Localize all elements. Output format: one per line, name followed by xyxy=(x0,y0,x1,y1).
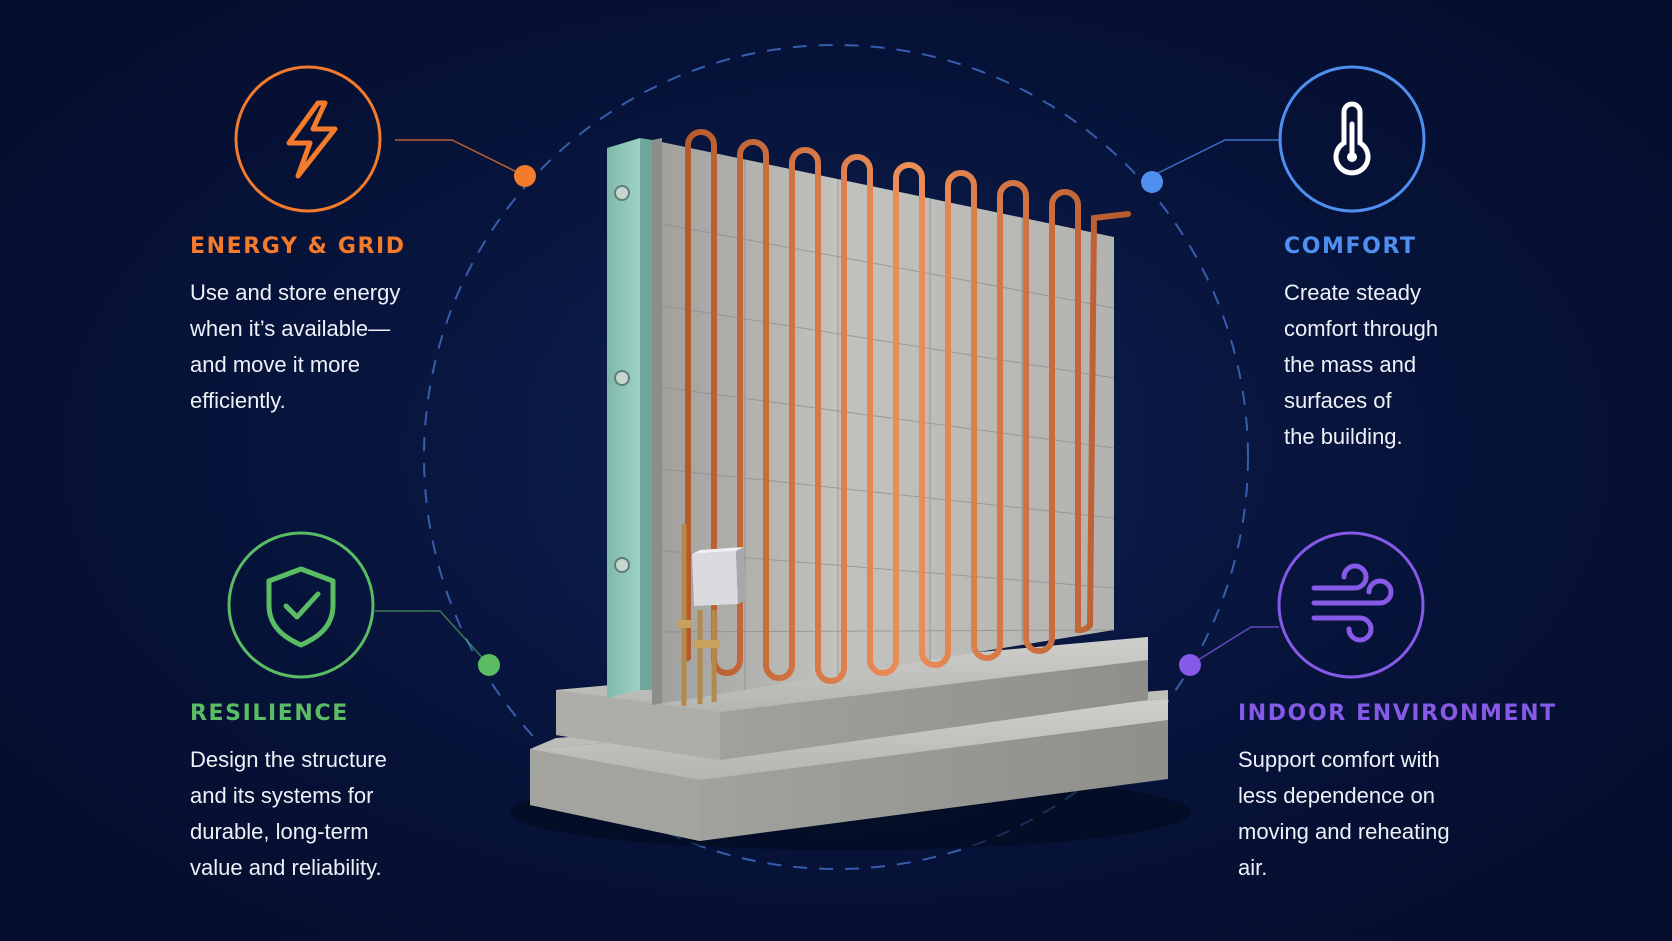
insulation-fasteners xyxy=(614,185,630,573)
description-line: air. xyxy=(1238,855,1268,880)
indoor-connector-dot xyxy=(1179,654,1201,676)
description-line: comfort through xyxy=(1284,316,1439,341)
copper-pipe-loops xyxy=(685,129,1131,684)
description-line: and move it more xyxy=(190,352,360,377)
energy-icon-badge xyxy=(234,65,382,213)
pipe-manifold xyxy=(678,524,746,706)
concrete-wall xyxy=(652,140,1114,705)
comfort-icon-badge xyxy=(1278,65,1426,213)
comfort-connector-dot xyxy=(1141,171,1163,193)
shield-check-icon xyxy=(266,566,336,648)
energy-connector-dot xyxy=(514,165,536,187)
resilience-icon-badge xyxy=(227,531,375,679)
description-line: durable, long-term xyxy=(190,819,369,844)
lightning-bolt-icon xyxy=(286,100,338,179)
feature-energy-grid: ENERGY & GRID Use and store energy when … xyxy=(190,234,406,419)
description-line: when it’s available— xyxy=(190,316,391,341)
description-line: Support comfort with xyxy=(1238,747,1440,772)
feature-indoor-environment: INDOOR ENVIRONMENT Support comfort with … xyxy=(1238,701,1557,886)
feature-comfort: COMFORT Create steady comfort through th… xyxy=(1284,234,1438,455)
insulation-layer xyxy=(607,138,640,698)
description-line: moving and reheating xyxy=(1238,819,1450,844)
connector-lines xyxy=(375,139,1282,666)
dashed-ring xyxy=(423,44,1249,870)
description-line: Design the structure xyxy=(190,747,387,772)
feature-description-indoor: Support comfort with less dependence on … xyxy=(1238,742,1557,886)
feature-resilience: RESILIENCE Design the structure and its … xyxy=(190,701,387,886)
feature-title-comfort: COMFORT xyxy=(1284,234,1417,259)
description-line: the building. xyxy=(1284,424,1403,449)
feature-description-resilience: Design the structure and its systems for… xyxy=(190,742,387,886)
description-line: the mass and xyxy=(1284,352,1417,377)
feature-description-comfort: Create steady comfort through the mass a… xyxy=(1284,275,1438,455)
wind-icon xyxy=(1311,563,1394,643)
comfort-connector-line xyxy=(1151,139,1282,177)
description-line: efficiently. xyxy=(190,388,286,413)
description-line: and its systems for xyxy=(190,783,374,808)
feature-title-energy: ENERGY & GRID xyxy=(190,234,406,259)
indoor-icon-badge xyxy=(1277,531,1425,679)
feature-title-indoor: INDOOR ENVIRONMENT xyxy=(1238,701,1557,726)
feature-description-energy: Use and store energy when it’s available… xyxy=(190,275,406,419)
resilience-connector-line xyxy=(375,610,490,666)
description-line: Create steady xyxy=(1284,280,1421,305)
description-line: value and reliability. xyxy=(190,855,382,880)
energy-connector-line xyxy=(395,139,526,177)
description-line: surfaces of xyxy=(1284,388,1392,413)
thermal-wall-illustration xyxy=(510,129,1190,850)
description-line: less dependence on xyxy=(1238,783,1435,808)
indoor-connector-line xyxy=(1189,626,1279,666)
description-line: Use and store energy xyxy=(190,280,401,305)
thermometer-icon xyxy=(1333,101,1371,176)
feature-title-resilience: RESILIENCE xyxy=(190,701,349,726)
resilience-connector-dot xyxy=(478,654,500,676)
